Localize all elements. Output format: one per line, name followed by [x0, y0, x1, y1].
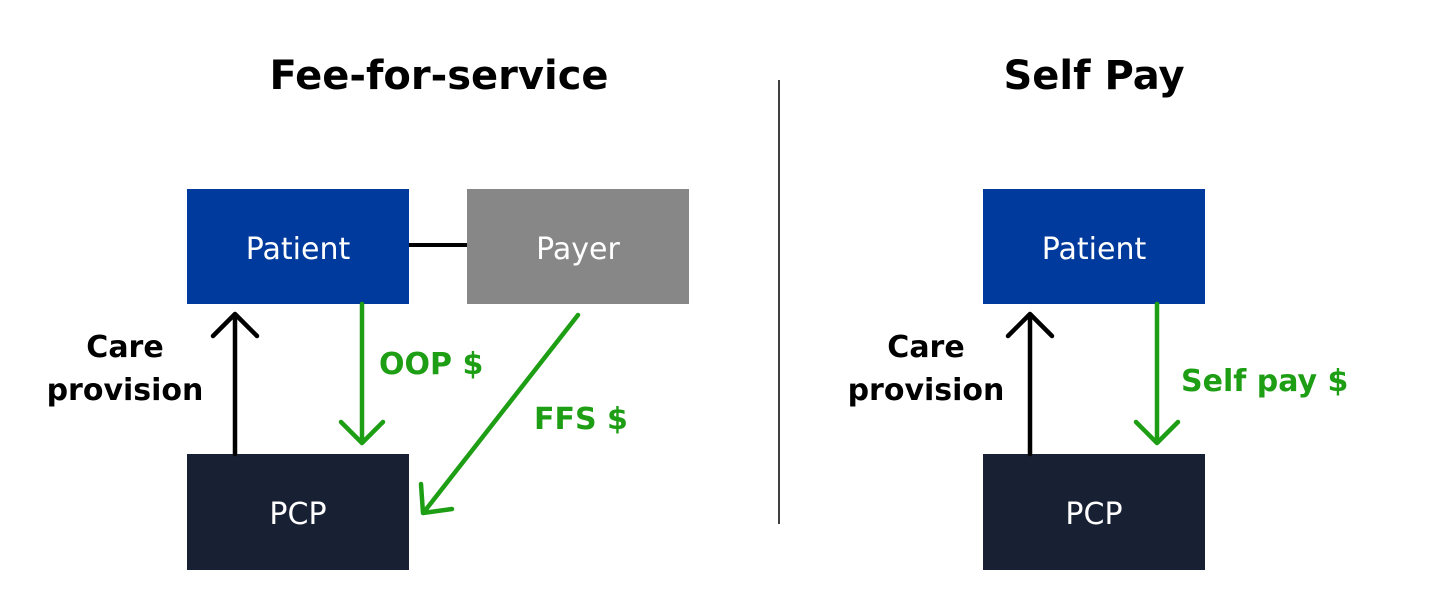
fee-for-service-title: Fee-for-service [269, 53, 608, 99]
ffs-oop-payment-arrow [338, 301, 386, 446]
sp-pcp-box [983, 454, 1205, 570]
ffs-payer-label: Payer [536, 232, 620, 267]
ffs-care-provision-arrow [210, 311, 260, 457]
ffs-pcp-node: PCP [187, 454, 409, 570]
ffs-oop-label: OOP $ [379, 347, 483, 382]
ffs-payer-box [467, 189, 689, 304]
ffs-patient-label: Patient [246, 232, 351, 267]
ffs-pcp-label: PCP [269, 497, 326, 532]
ffs-patient-node: Patient [187, 189, 409, 304]
sp-patient-node: Patient [983, 189, 1205, 304]
sp-self-pay-label: Self pay $ [1181, 364, 1348, 399]
ffs-pcp-box [187, 454, 409, 570]
sp-patient-label: Patient [1042, 232, 1147, 267]
sp-care-provision-arrow [1005, 311, 1055, 457]
sp-pcp-label: PCP [1065, 497, 1122, 532]
ffs-payer-payment-arrow [418, 312, 581, 516]
sp-pcp-node: PCP [983, 454, 1205, 570]
sp-patient-box [983, 189, 1205, 304]
sp-self-pay-arrow [1133, 301, 1181, 446]
sp-care-label-line2: provision [848, 373, 1005, 408]
fee-for-service-panel: Fee-for-service Patient Payer PCP Care p… [47, 53, 689, 570]
self-pay-title: Self Pay [1003, 53, 1184, 99]
ffs-payer-label-text: FFS $ [534, 402, 628, 437]
self-pay-panel: Self Pay Patient PCP Care provision Self… [848, 53, 1348, 570]
ffs-patient-box [187, 189, 409, 304]
ffs-care-label-line2: provision [47, 373, 204, 408]
ffs-payer-node: Payer [467, 189, 689, 304]
sp-care-label-line1: Care [887, 330, 964, 365]
ffs-care-label-line1: Care [86, 330, 163, 365]
